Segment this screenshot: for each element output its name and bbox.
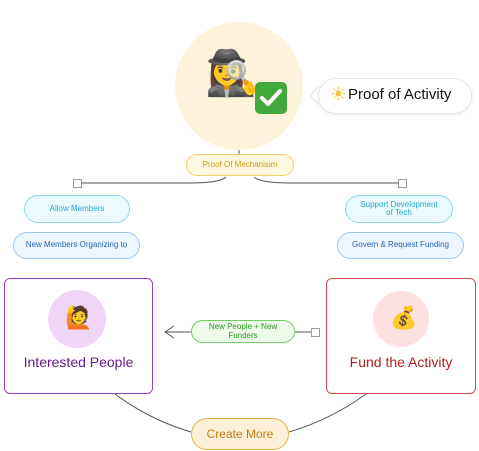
collapse-toggle-left[interactable] [73,179,82,188]
support-line-1: Support Development [360,199,438,209]
new-people-line-1: New People + New [208,322,278,332]
arrow-head [164,325,175,339]
create-more-node[interactable]: Create More [191,418,289,450]
detective-icon: 🕵️‍♀️ [205,49,260,98]
interested-avatar-circle: 🙋 [48,290,106,348]
mechanism-node[interactable]: Proof Of Mechanisim [186,154,294,176]
line-interested-to-create [114,393,192,433]
fund-avatar-circle: 💰 [373,291,429,347]
raising-hand-icon: 🙋 [65,305,93,330]
title-callout [318,78,472,114]
line-mechanism-to-right [253,176,402,184]
collapse-toggle-fund[interactable] [311,328,320,337]
new-people-line-2: Funders [228,330,258,340]
interested-people-label: Interested People [23,354,134,370]
allow-members-node[interactable]: Allow Members [24,195,130,223]
line-mechanism-to-left [78,176,227,184]
collapse-toggle-right[interactable] [398,179,407,188]
new-members-node[interactable]: New Members Organizing to [13,232,140,259]
sun-icon [332,87,345,102]
page-title: Proof of Activity [348,86,452,103]
support-line-2: of Tech [386,208,412,217]
line-fund-to-create [288,393,367,433]
check-mark-icon [255,82,287,114]
govern-node[interactable]: Govern & Request Funding [337,232,464,259]
fund-activity-label: Fund the Activity [349,354,453,370]
money-bag-icon: 💰 [390,305,418,330]
